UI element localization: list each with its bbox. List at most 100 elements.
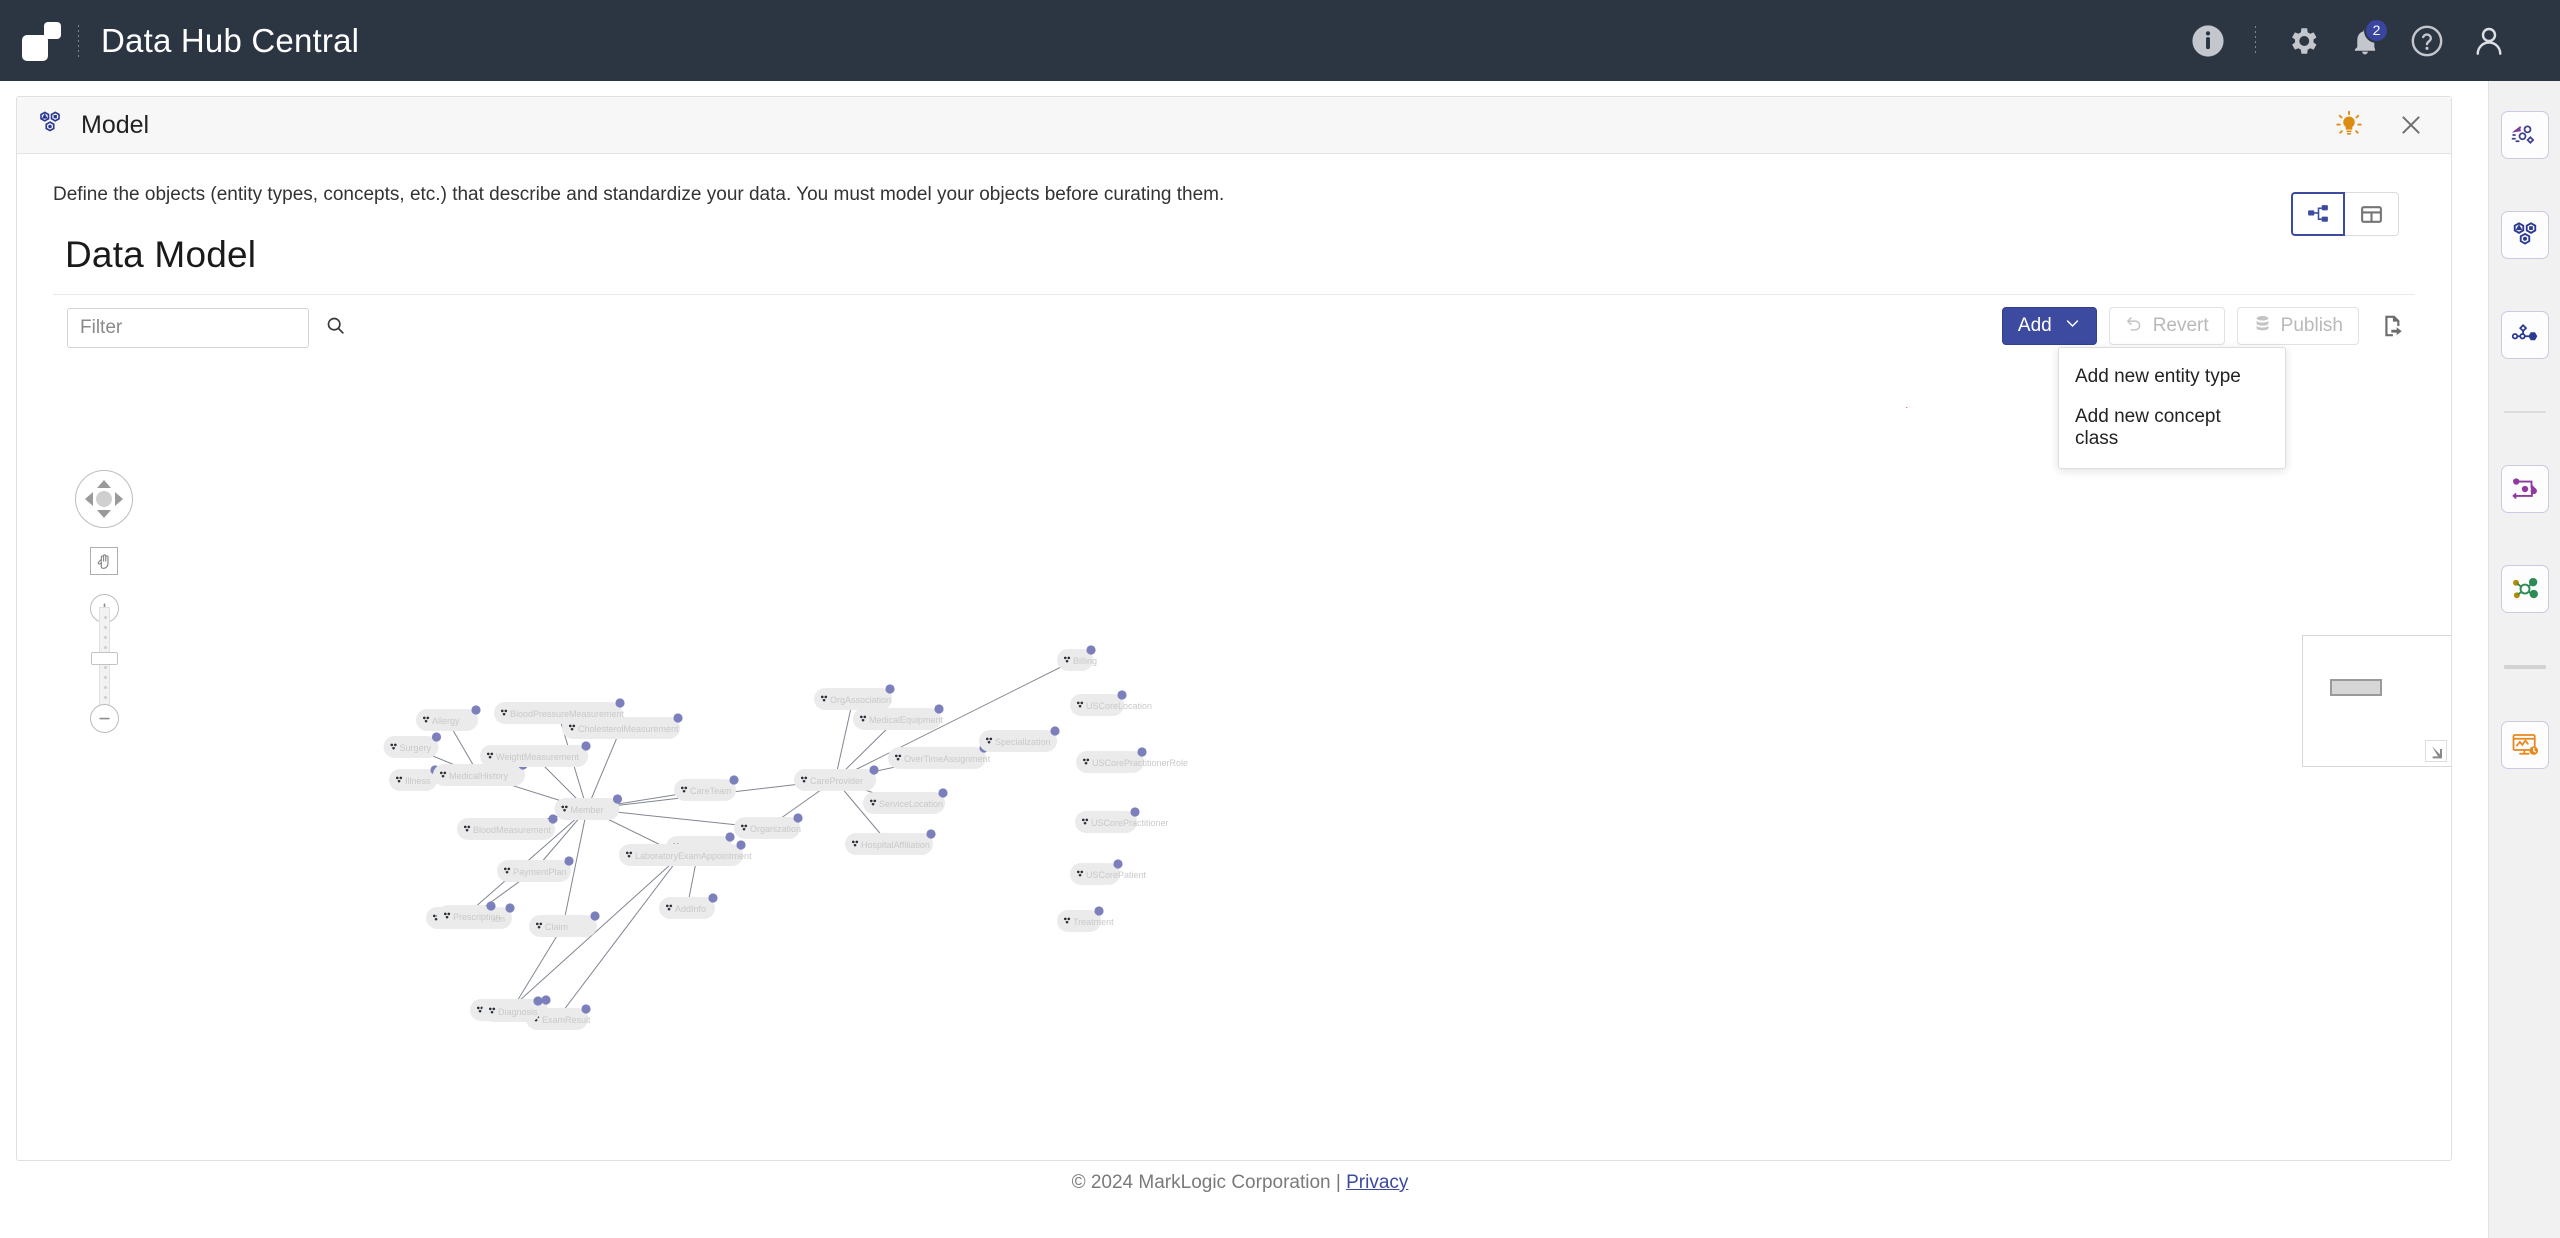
node-pill[interactable] (1075, 811, 1137, 833)
node-handle[interactable] (934, 704, 944, 714)
graph-node[interactable]: USCorePractitionerRole (1076, 747, 1188, 773)
node-handle[interactable] (869, 765, 879, 775)
graph-node[interactable]: Allergy (416, 705, 481, 731)
resize-handle-icon[interactable] (2425, 740, 2447, 762)
graph-edge[interactable] (834, 699, 853, 781)
node-handle[interactable] (612, 794, 623, 804)
graph-node[interactable]: Treatment (1057, 906, 1114, 932)
graph-node[interactable]: Organization (734, 813, 803, 839)
sidebar-item-explore[interactable] (2500, 565, 2549, 613)
graph-node[interactable]: Specialization (979, 726, 1060, 752)
node-handle[interactable] (615, 698, 625, 708)
graph-node[interactable]: USCorePractitioner (1075, 807, 1169, 833)
graph-edge[interactable] (557, 854, 682, 1019)
bell-icon[interactable]: 2 (2334, 10, 2396, 72)
privacy-link[interactable]: Privacy (1346, 1172, 1409, 1193)
node-handle[interactable] (533, 996, 543, 1006)
graph-node[interactable]: CholesterolMeasurement (562, 713, 683, 739)
node-handle[interactable] (725, 832, 735, 842)
node-pill[interactable] (1070, 863, 1120, 885)
node-pill[interactable] (659, 897, 715, 919)
graph-edge[interactable] (834, 660, 1075, 781)
gear-icon[interactable] (2272, 10, 2334, 72)
node-pill[interactable] (1057, 910, 1101, 932)
graph-edge[interactable] (587, 727, 622, 809)
node-handle[interactable] (1137, 747, 1147, 757)
node-handle[interactable] (471, 705, 481, 715)
table-view-toggle[interactable] (2345, 192, 2399, 236)
sidebar-item-monitor[interactable] (2500, 721, 2549, 769)
graph-node[interactable]: CareProvider (794, 765, 879, 791)
node-pill[interactable] (457, 818, 555, 840)
sidebar-item-curate[interactable] (2500, 311, 2549, 359)
node-handle[interactable] (548, 814, 558, 824)
graph-node[interactable]: PaymentPlan (497, 856, 574, 882)
graph-minimap[interactable] (2302, 635, 2451, 767)
graph-node[interactable]: OrgAssociation (814, 684, 895, 710)
graph-node[interactable]: MedicalEquipment (853, 704, 944, 730)
graph-node[interactable]: Illness (389, 765, 440, 791)
minimap-viewport[interactable] (2330, 679, 2382, 696)
node-pill[interactable] (383, 736, 439, 758)
graph-node[interactable]: Claim (529, 911, 600, 937)
graph-node[interactable]: Member (554, 794, 623, 820)
node-pill[interactable] (529, 915, 597, 937)
pan-compass-icon[interactable] (75, 470, 133, 528)
node-handle[interactable] (1094, 906, 1104, 916)
graph-node[interactable]: ServiceLocation (863, 788, 948, 814)
node-pill[interactable] (437, 905, 493, 927)
publish-button[interactable]: Publish (2236, 307, 2359, 345)
node-handle[interactable] (431, 732, 442, 742)
node-handle[interactable] (541, 995, 551, 1005)
node-handle[interactable] (1050, 726, 1060, 736)
node-handle[interactable] (1117, 690, 1127, 700)
menu-item-add-entity-type[interactable]: Add new entity type (2075, 366, 2241, 387)
graph-node[interactable]: Surgery (383, 732, 442, 758)
add-button[interactable]: Add (2001, 307, 2097, 345)
node-pill[interactable] (845, 833, 933, 855)
node-pill[interactable] (554, 798, 620, 820)
node-handle[interactable] (1113, 859, 1123, 869)
info-icon[interactable] (2177, 10, 2239, 72)
graph-node[interactable]: OverTimeAssignment (888, 743, 991, 769)
node-handle[interactable] (673, 713, 683, 723)
search-icon[interactable] (325, 315, 346, 341)
node-pill[interactable] (619, 844, 743, 866)
node-handle[interactable] (926, 829, 936, 839)
graph-node[interactable]: HospitalAffiliation (845, 829, 936, 855)
node-pill[interactable] (416, 709, 478, 731)
node-pill[interactable] (863, 792, 945, 814)
node-pill[interactable] (674, 779, 736, 801)
node-handle[interactable] (1130, 807, 1140, 817)
graph-node[interactable]: Billing (1057, 645, 1097, 671)
sidebar-item-model[interactable] (2500, 211, 2549, 259)
node-pill[interactable] (482, 1000, 540, 1022)
graph-node[interactable]: Prescription (437, 901, 501, 927)
search-input[interactable] (80, 317, 325, 339)
export-icon[interactable] (2373, 306, 2415, 346)
node-handle[interactable] (938, 788, 948, 798)
user-avatar-icon[interactable] (2458, 10, 2520, 72)
node-pill[interactable] (526, 1008, 588, 1030)
node-pill[interactable] (497, 860, 571, 882)
node-pill[interactable] (853, 708, 941, 730)
node-handle[interactable] (486, 901, 496, 911)
node-pill[interactable] (1076, 751, 1144, 773)
graph-node[interactable]: Diagnosis (482, 996, 543, 1022)
node-handle[interactable] (793, 813, 803, 823)
zoom-slider-thumb[interactable] (91, 652, 118, 665)
node-pill[interactable] (480, 745, 588, 767)
graph-node[interactable]: CareTeam (674, 775, 739, 801)
graph-node[interactable]: AddInfo (659, 893, 718, 919)
node-handle[interactable] (590, 911, 600, 921)
node-pill[interactable] (389, 769, 437, 791)
node-handle[interactable] (505, 903, 515, 913)
node-handle[interactable] (564, 856, 574, 866)
node-pill[interactable] (794, 769, 876, 791)
node-handle[interactable] (1086, 645, 1096, 655)
help-icon[interactable] (2396, 10, 2458, 72)
node-pill[interactable] (979, 730, 1057, 752)
node-pill[interactable] (562, 717, 680, 739)
graph-edge[interactable] (563, 808, 588, 926)
